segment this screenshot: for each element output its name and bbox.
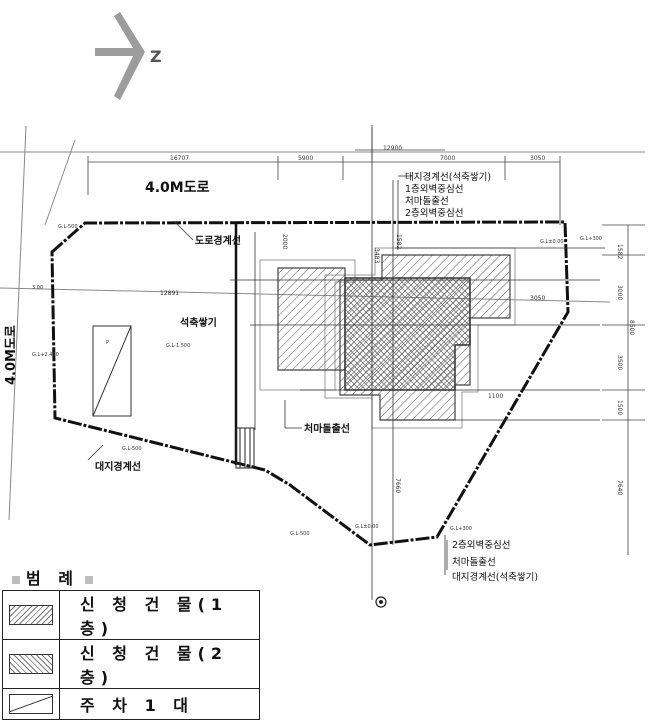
site-boundary-left-leader (87, 444, 104, 461)
north-arrow-icon: Z (95, 12, 162, 100)
dim-right-total: 8500 (628, 320, 635, 335)
center-lines (230, 125, 605, 600)
floor1-hatch-icon (9, 605, 53, 626)
dim-vertical-inner-3: 3483 (373, 248, 380, 263)
dim-top-seg-2: 5900 (298, 155, 313, 162)
parking-space: P (92, 325, 132, 417)
legend-row: 주 차 1 대 (2, 688, 260, 720)
site-boundary-left-label: 대지경계선 (95, 460, 141, 473)
callout-bottom-3: 대지경계선(석축쌓기) (452, 571, 538, 583)
legend-label-parking: 주 차 1 대 (59, 688, 260, 720)
site-boundary (50, 220, 570, 547)
gl-bottom-left: G.L-500 (122, 446, 142, 452)
level-marks: G.L-500 G.L+2.400 G.L-1.500 G.L-500 G.L-… (32, 224, 602, 537)
dim-top-total: 12900 (383, 145, 402, 152)
floor2-crosshatch-icon (9, 654, 53, 675)
dim-top-seg-1: 16707 (170, 155, 189, 162)
dim-right-2: 3000 (616, 285, 623, 300)
top-road-label: 4.0M도로 (145, 180, 210, 196)
road-boundary-leader (174, 221, 194, 241)
legend-table: 신 청 건 물(1층) 신 청 건 물(2층) 주 차 1 대 (2, 590, 260, 720)
parking-diagonal-icon (9, 694, 53, 715)
callout-top-3: 처마돌출선 (405, 195, 449, 207)
legend-row: 신 청 건 물(1층) (2, 590, 260, 640)
gl-top-left: G.L-500 (58, 224, 78, 230)
right-dimension-lines (602, 224, 645, 555)
callout-top-2: 1층외벽중심선 (405, 183, 463, 195)
callout-bottom-2: 처마돌출선 (452, 556, 496, 568)
legend-square-icon (85, 575, 94, 584)
callout-top-1: 대지경계선(석축쌓기) (405, 171, 491, 183)
benchmark-icon (375, 596, 387, 608)
dim-bottom-vertical: 7660 (394, 478, 401, 493)
dim-left-mark: 3.00 (32, 285, 43, 291)
eaves-label-bottom: 처마돌출선 (304, 422, 350, 435)
callout-top-4: 2층외벽중심선 (405, 207, 463, 219)
bottom-callouts: 2층외벽중심선 처마돌출선 대지경계선(석축쌓기) (446, 539, 538, 583)
building-floor-2 (344, 277, 471, 391)
legend-swatch-cell (2, 688, 60, 720)
legend-swatch-cell (2, 590, 60, 640)
dim-right-1: 1582 (616, 244, 623, 259)
legend-row: 신 청 건 물(2층) (2, 639, 260, 689)
dim-top-seg-3: 7000 (440, 155, 455, 162)
legend-label-floor1: 신 청 건 물(1층) (59, 590, 260, 640)
legend-title-row: 범 례 (6, 568, 260, 590)
dim-right-3: 3500 (616, 355, 623, 370)
gl-bottom-right: G.L+300 (450, 526, 472, 532)
stone-wall-label: 석축쌓기 (180, 316, 217, 329)
callout-bottom-1: 2층외벽중심선 (452, 539, 510, 551)
stairs (235, 427, 255, 469)
dim-right-5: 7640 (616, 480, 623, 495)
legend-square-icon (12, 575, 20, 584)
legend-swatch-cell (2, 639, 60, 689)
road-boundary-label: 도로경계선 (195, 234, 241, 247)
gl-bottom-center: G.L±0.00 (355, 524, 379, 530)
gl-left: G.L+2.400 (32, 352, 59, 358)
top-callouts: 대지경계선(석축쌓기) 1층외벽중심선 처마돌출선 2층외벽중심선 (397, 171, 491, 250)
dim-right-4: 1500 (616, 400, 623, 415)
site-plan-drawing: Z 12900 16707 5900 7000 3050 4.0M도로 1582… (0, 12, 645, 608)
legend-label-floor2: 신 청 건 물(2층) (59, 639, 260, 689)
dim-right-segment: 3050 (530, 295, 545, 302)
dim-vertical-inner-1: 2000 (281, 234, 288, 249)
dim-diagonal: 1100 (488, 393, 503, 400)
gl-bottom-mid: G.L-500 (290, 531, 310, 537)
parking-label: P (106, 340, 109, 346)
dim-vertical-inner-2: 1582 (395, 234, 402, 249)
dim-top-seg-4: 3050 (530, 155, 545, 162)
gl-mid: G.L-1.500 (166, 343, 190, 349)
legend: 범 례 신 청 건 물(1층) 신 청 건 물(2층) 주 차 1 대 (2, 568, 260, 720)
north-arrow-letter: Z (150, 47, 162, 66)
left-road-label: 4.0M도로 (4, 325, 19, 385)
gl-right-1: G.L±0.00 (540, 239, 564, 245)
gl-right-2: G.L+300 (580, 236, 602, 242)
dim-middle: 12891 (160, 290, 179, 297)
legend-title: 범 례 (26, 569, 80, 588)
